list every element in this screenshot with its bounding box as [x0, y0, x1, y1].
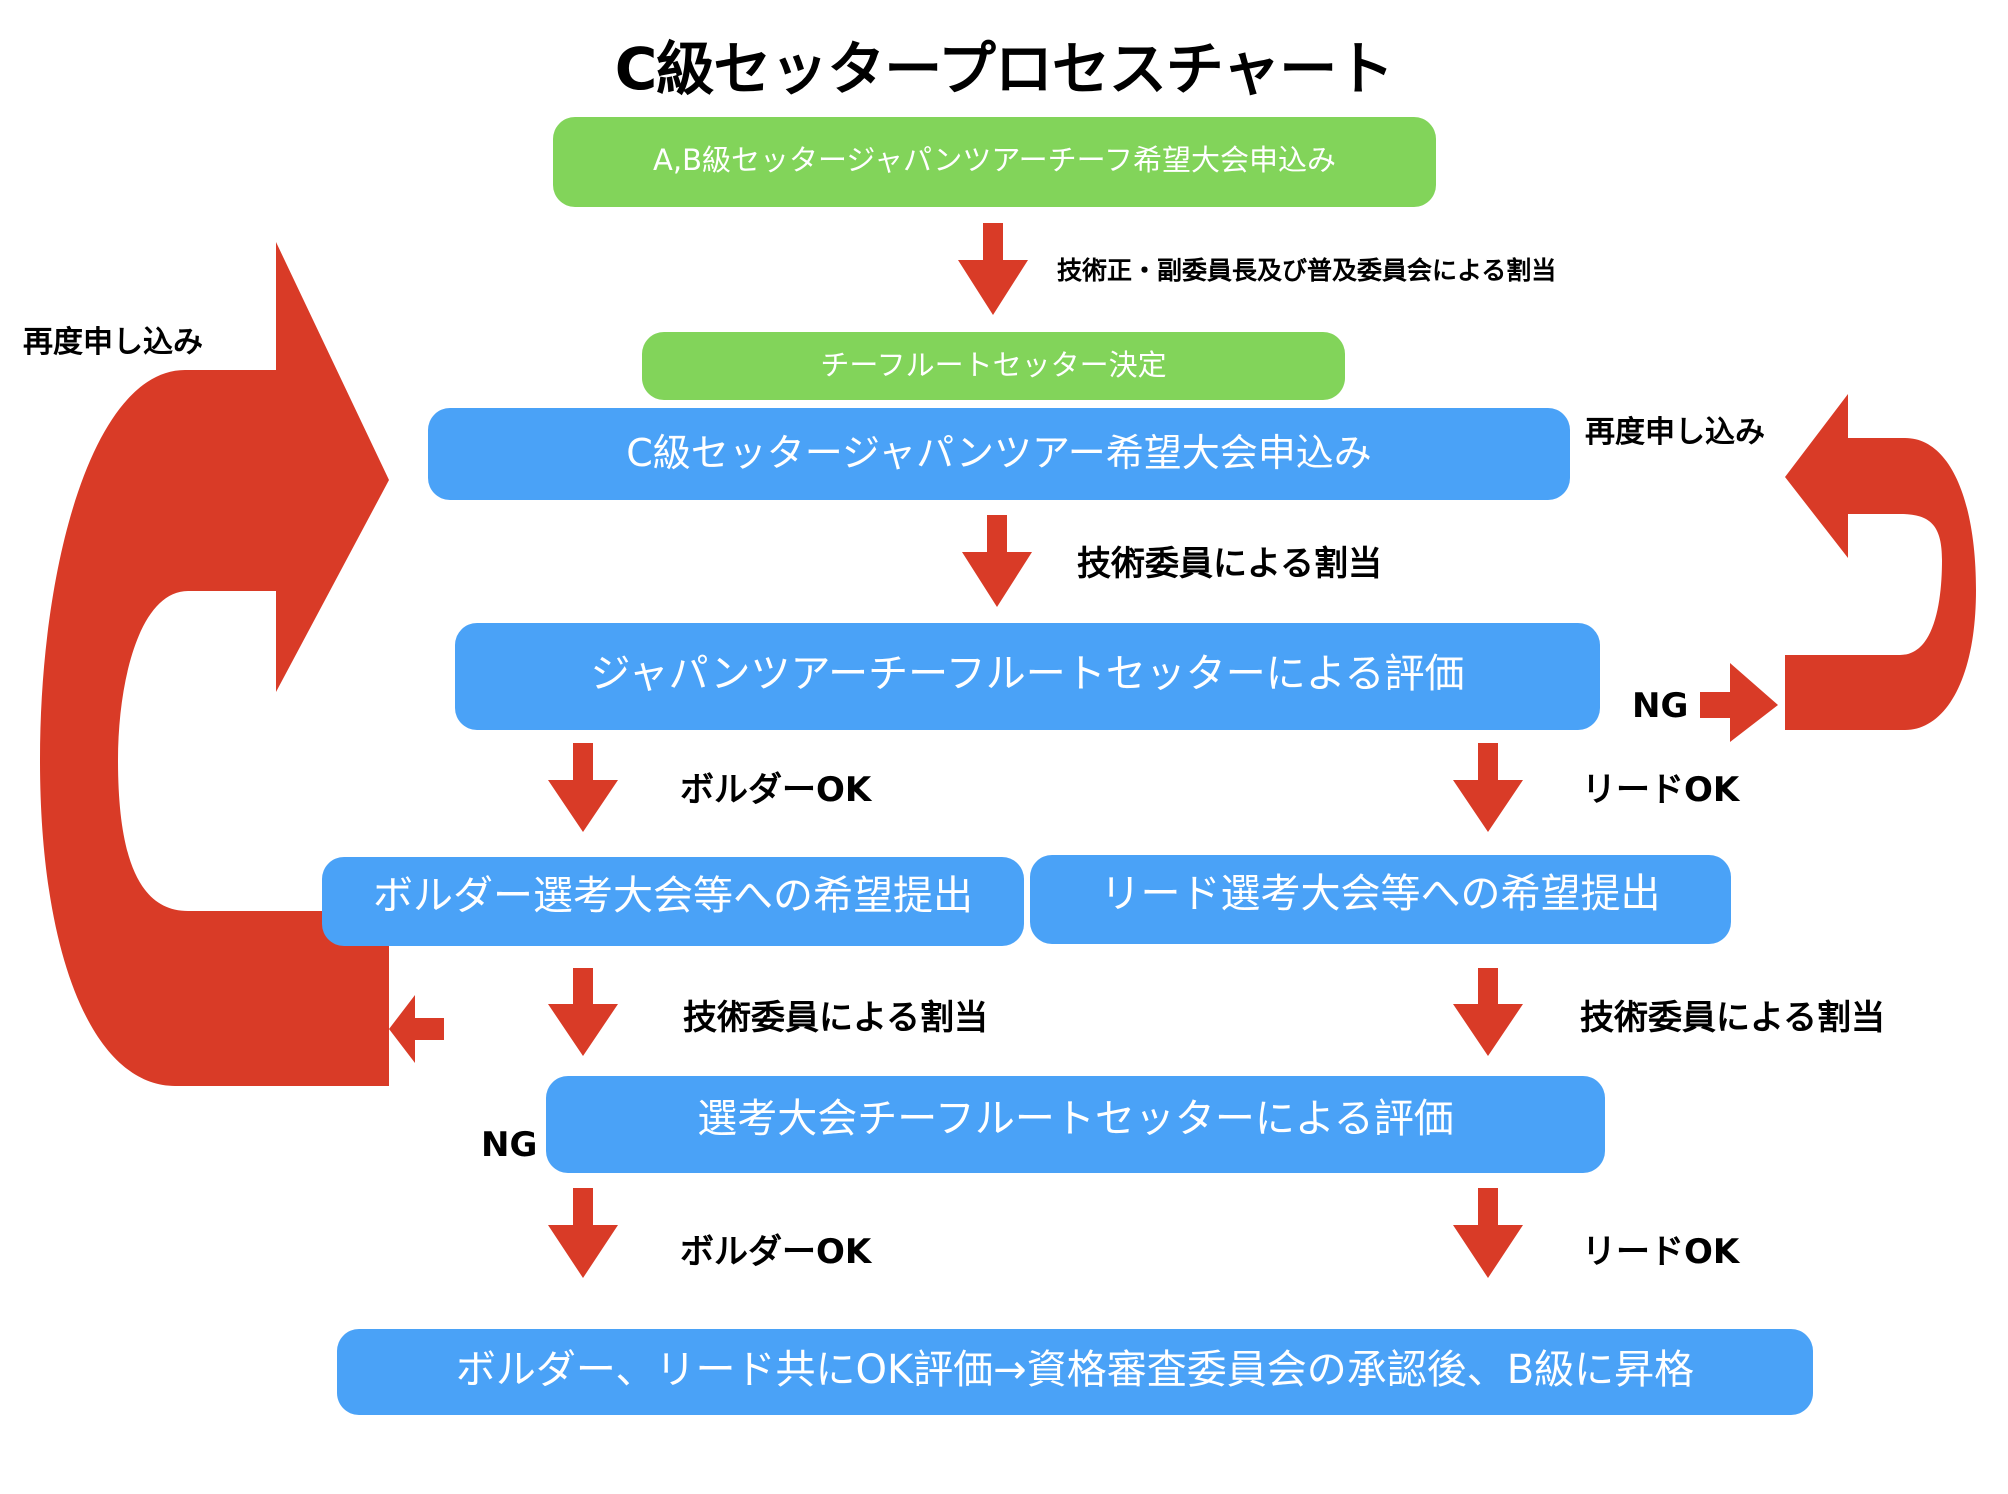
- label-reapply: 再度申し込み: [23, 325, 203, 360]
- label-reapply: 再度申し込み: [1585, 415, 1765, 450]
- node-label: 選考大会チーフルートセッターによる評価: [697, 1096, 1454, 1142]
- down-arrow-icon: [962, 515, 1032, 607]
- node-label: A,B級セッタージャパンツアーチーフ希望大会申込み: [653, 143, 1336, 177]
- left-arrow-icon: [389, 995, 444, 1063]
- node-label: チーフルートセッター決定: [820, 348, 1167, 382]
- node-chief-decided: チーフルートセッター決定: [642, 332, 1345, 400]
- node-final: ボルダー、リード共にOK評価→資格審査委員会の承認後、B級に昇格: [337, 1329, 1813, 1415]
- label-assign-committee: 技術正・副委員長及び普及委員会による割当: [1057, 256, 1557, 285]
- down-arrow-icon: [958, 223, 1028, 315]
- label-boulder-ok: ボルダーOK: [680, 770, 872, 810]
- node-label: ボルダー選考大会等への希望提出: [373, 873, 973, 919]
- node-label: ジャパンツアーチーフルートセッターによる評価: [590, 651, 1465, 697]
- node-label: C級セッタージャパンツアー希望大会申込み: [626, 431, 1372, 475]
- label-lead-ok: リードOK: [1582, 1232, 1740, 1272]
- right-arrow-icon: [1700, 663, 1778, 742]
- node-jt-eval: ジャパンツアーチーフルートセッターによる評価: [455, 623, 1600, 730]
- node-label: リード選考大会等への希望提出: [1100, 871, 1661, 917]
- return-arrow-icon: [40, 242, 389, 1086]
- down-arrow-icon: [1453, 1188, 1523, 1278]
- label-assign-tech: 技術委員による割当: [1580, 998, 1885, 1038]
- label-assign-tech: 技術委員による割当: [1077, 544, 1382, 584]
- node-boulder-submit: ボルダー選考大会等への希望提出: [322, 857, 1024, 946]
- label-ng: NG: [481, 1125, 538, 1165]
- chart-title: C級セッタープロセスチャート: [614, 35, 1395, 103]
- label-boulder-ok: ボルダーOK: [680, 1232, 872, 1272]
- node-label: ボルダー、リード共にOK評価→資格審査委員会の承認後、B級に昇格: [455, 1347, 1695, 1393]
- down-arrow-icon: [548, 743, 618, 832]
- node-lead-submit: リード選考大会等への希望提出: [1030, 855, 1731, 944]
- label-lead-ok: リードOK: [1582, 770, 1740, 810]
- node-selection-eval: 選考大会チーフルートセッターによる評価: [546, 1076, 1605, 1173]
- down-arrow-icon: [1453, 968, 1523, 1056]
- down-arrow-icon: [548, 1188, 618, 1278]
- down-arrow-icon: [1453, 743, 1523, 832]
- u-turn-arrow-icon: [1785, 394, 1976, 730]
- node-ab-apply: A,B級セッタージャパンツアーチーフ希望大会申込み: [553, 117, 1436, 207]
- label-ng: NG: [1632, 686, 1689, 726]
- label-assign-tech: 技術委員による割当: [683, 998, 988, 1038]
- node-c-apply: C級セッタージャパンツアー希望大会申込み: [428, 408, 1570, 500]
- down-arrow-icon: [548, 968, 618, 1056]
